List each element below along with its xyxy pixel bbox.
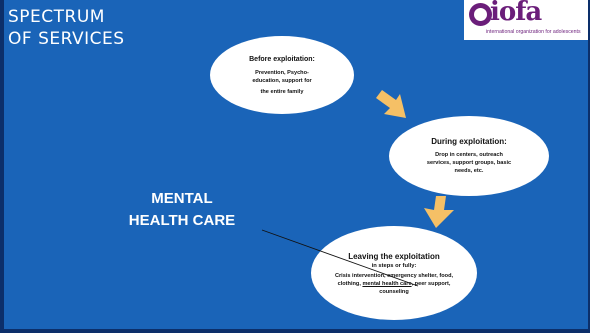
stage-leaving-heading: Leaving the exploitation — [348, 252, 440, 261]
logo-word: iofa — [490, 0, 542, 27]
stage-leaving-subheading: in steps or fully: — [371, 263, 417, 269]
logo-subtitle: international organization for adolescen… — [486, 29, 581, 35]
stage-before-bubble: Before exploitation: Prevention, Psycho-… — [210, 36, 354, 114]
stage-during-body: Drop in centers, outreach services, supp… — [427, 151, 511, 175]
stage-during-line: needs, etc. — [454, 168, 484, 174]
stage-before-body: Prevention, Psycho- education, support f… — [252, 69, 311, 96]
title-line-1: SPECTRUM — [8, 7, 105, 27]
stage-leaving-text-2: , peer support, counseling — [379, 281, 451, 295]
stage-during-heading: During exploitation: — [431, 137, 507, 146]
mental-health-care-callout: MENTAL HEALTH CARE — [118, 188, 246, 232]
stage-leaving-bubble: Leaving the exploitation in steps or ful… — [311, 226, 477, 320]
logo-mark-icon — [469, 3, 492, 26]
stage-during-line: services, support groups, basic — [426, 160, 512, 166]
arrow-down-right-icon — [376, 90, 406, 118]
callout-pointer-line — [261, 229, 419, 287]
stage-before-line: Prevention, Psycho- — [255, 69, 309, 76]
callout-line-2: HEALTH CARE — [128, 212, 236, 229]
stage-before-line: education, support for — [252, 77, 312, 84]
slide: SPECTRUM OF SERVICES iofa international … — [4, 0, 588, 329]
stage-during-line: Drop in centers, outreach — [435, 152, 503, 158]
iofa-logo: iofa international organization for adol… — [464, 0, 588, 40]
title-line-2: OF SERVICES — [8, 29, 125, 49]
stage-before-line: the entire family — [260, 88, 304, 95]
stage-leaving-text-1: Crisis intervention, emergency shelter, … — [334, 273, 454, 287]
callout-line-1: MENTAL — [151, 190, 213, 207]
slide-title: SPECTRUM OF SERVICES — [8, 6, 125, 50]
stage-before-heading: Before exploitation: — [249, 55, 315, 63]
mental-health-care-highlight: mental health care — [362, 281, 412, 287]
arrow-down-left-icon — [424, 196, 454, 228]
stage-leaving-body: Crisis intervention, emergency shelter, … — [331, 272, 457, 296]
stage-during-bubble: During exploitation: Drop in centers, ou… — [389, 116, 549, 196]
